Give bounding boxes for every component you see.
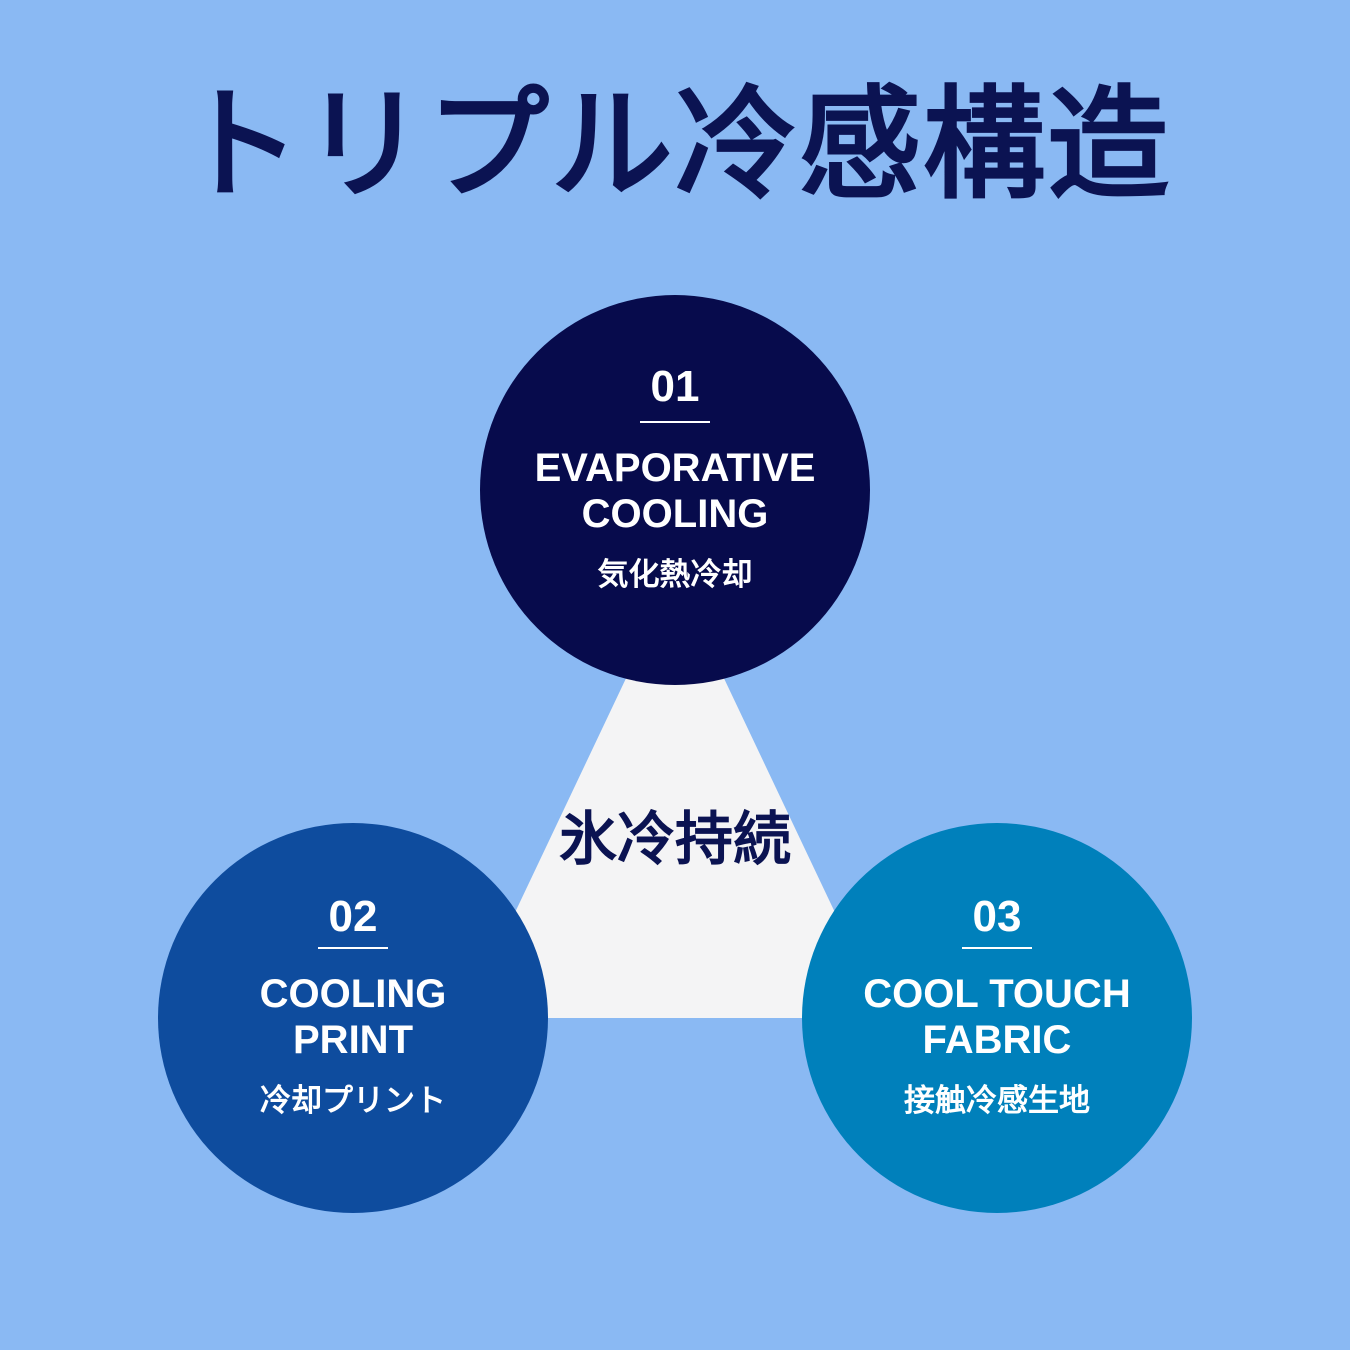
node-title-en-line1: COOLING <box>259 972 447 1016</box>
node-title-en-line1: EVAPORATIVE <box>534 446 816 490</box>
node-title-jp: 気化熱冷却 <box>597 557 753 593</box>
node-number: 01 <box>650 362 700 411</box>
node-title-en-line1: COOL TOUCH <box>863 972 1131 1016</box>
center-triangle-shape <box>465 575 885 1018</box>
node-cool-touch-fabric: 03 COOL TOUCH FABRIC 接触冷感生地 <box>802 823 1192 1213</box>
node-title-en: COOLING PRINT <box>158 971 548 1063</box>
node-number: 02 <box>328 892 378 941</box>
divider-line <box>640 421 710 423</box>
node-number: 03 <box>972 892 1022 941</box>
node-title-jp: 接触冷感生地 <box>904 1083 1090 1119</box>
node-title-en-line2: FABRIC <box>922 1018 1072 1062</box>
node-title-en: EVAPORATIVE COOLING <box>480 445 870 537</box>
page-title: トリプル冷感構造 <box>179 74 1171 216</box>
node-title-jp: 冷却プリント <box>260 1083 446 1119</box>
center-label: 氷冷持続 <box>558 805 791 873</box>
node-title-en-line2: PRINT <box>293 1018 413 1062</box>
divider-line <box>318 947 388 949</box>
node-evaporative-cooling: 01 EVAPORATIVE COOLING 気化熱冷却 <box>480 295 870 685</box>
node-title-en-line2: COOLING <box>581 492 769 536</box>
divider-line <box>962 947 1032 949</box>
node-cooling-print: 02 COOLING PRINT 冷却プリント <box>158 823 548 1213</box>
node-title-en: COOL TOUCH FABRIC <box>802 971 1192 1063</box>
